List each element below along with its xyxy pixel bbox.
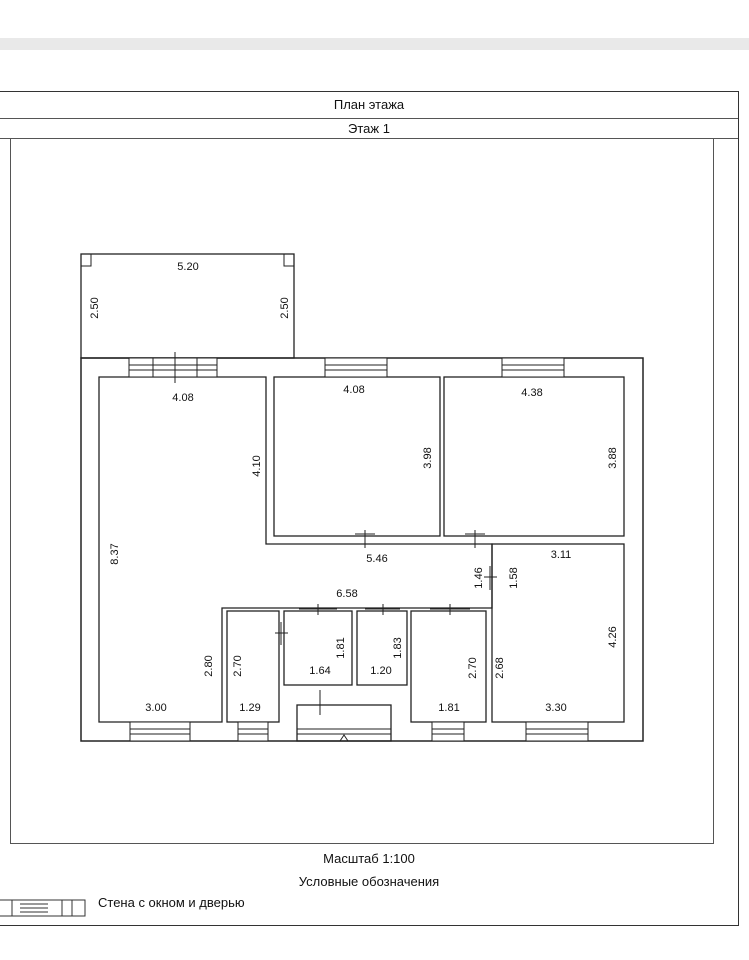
window-bottom-4 bbox=[525, 721, 589, 742]
dim-wc1-width: 1.64 bbox=[309, 665, 330, 677]
dim-porch-left: 2.50 bbox=[89, 297, 101, 318]
dim-room4-bottom: 3.30 bbox=[545, 702, 566, 714]
scale-label: Масштаб 1:100 bbox=[323, 851, 415, 866]
dim-room4-width: 3.11 bbox=[551, 549, 572, 561]
dim-kitchen-width: 3.00 bbox=[145, 702, 166, 714]
porch-post-left bbox=[80, 253, 92, 267]
dim-room3-width: 4.38 bbox=[521, 387, 542, 399]
window-top-2 bbox=[324, 357, 388, 378]
dim-porch-width: 5.20 bbox=[177, 261, 198, 273]
porch-post-right bbox=[283, 253, 295, 267]
dim-room2-width: 4.08 bbox=[343, 384, 364, 396]
dim-wc2-height: 1.83 bbox=[392, 637, 404, 658]
dim-room4-side: 2.68 bbox=[494, 657, 506, 678]
entrance-door bbox=[297, 690, 391, 742]
dim-room5-width: 1.81 bbox=[438, 702, 459, 714]
dim-living-width: 4.08 bbox=[172, 392, 193, 404]
dim-room3-height: 3.88 bbox=[607, 447, 619, 468]
window-top-1 bbox=[128, 352, 218, 383]
dim-room4-height: 4.26 bbox=[607, 626, 619, 647]
window-bottom-2 bbox=[237, 721, 269, 742]
dim-corridor-height: 1.58 bbox=[508, 567, 520, 588]
dim-hall-height: 1.46 bbox=[473, 567, 485, 588]
window-bottom-3 bbox=[431, 721, 465, 742]
window-top-3 bbox=[501, 357, 565, 378]
drawing-frame: План этажа Этаж 1 Масштаб 1:100 Условные… bbox=[0, 91, 739, 926]
dim-room2-height: 3.98 bbox=[422, 447, 434, 468]
floor-label: Этаж 1 bbox=[348, 121, 390, 136]
dim-wc2-width: 1.20 bbox=[370, 665, 391, 677]
dim-bath1-height: 2.70 bbox=[232, 655, 244, 676]
door-marks bbox=[275, 530, 497, 645]
window-bottom-1 bbox=[129, 721, 191, 742]
legend-row: Стена с окном и дверью bbox=[0, 890, 738, 925]
dim-hall-width: 5.46 bbox=[366, 553, 387, 565]
plan-area bbox=[10, 138, 714, 844]
title-row: План этажа bbox=[0, 92, 738, 119]
room-3 bbox=[443, 376, 625, 537]
wc-2 bbox=[356, 610, 408, 686]
dim-living-inner: 4.10 bbox=[251, 455, 263, 476]
legend-wall-symbol bbox=[0, 899, 86, 917]
dim-porch-right: 2.50 bbox=[279, 297, 291, 318]
entrance bbox=[296, 704, 392, 742]
legend-item-label: Стена с окном и дверью bbox=[98, 895, 245, 910]
dim-kitchen-height: 2.80 bbox=[203, 655, 215, 676]
legend-title: Условные обозначения bbox=[298, 874, 440, 889]
plan-title: План этажа bbox=[333, 97, 405, 112]
dim-wc1-height: 1.81 bbox=[335, 637, 347, 658]
dim-bath1-width: 1.29 bbox=[239, 702, 260, 714]
dim-corridor-width: 6.58 bbox=[336, 588, 357, 600]
dim-living-height: 8.37 bbox=[109, 543, 121, 564]
dim-room5-height: 2.70 bbox=[467, 657, 479, 678]
top-bar bbox=[0, 38, 749, 50]
room-2 bbox=[273, 376, 441, 537]
living-room bbox=[98, 376, 493, 723]
